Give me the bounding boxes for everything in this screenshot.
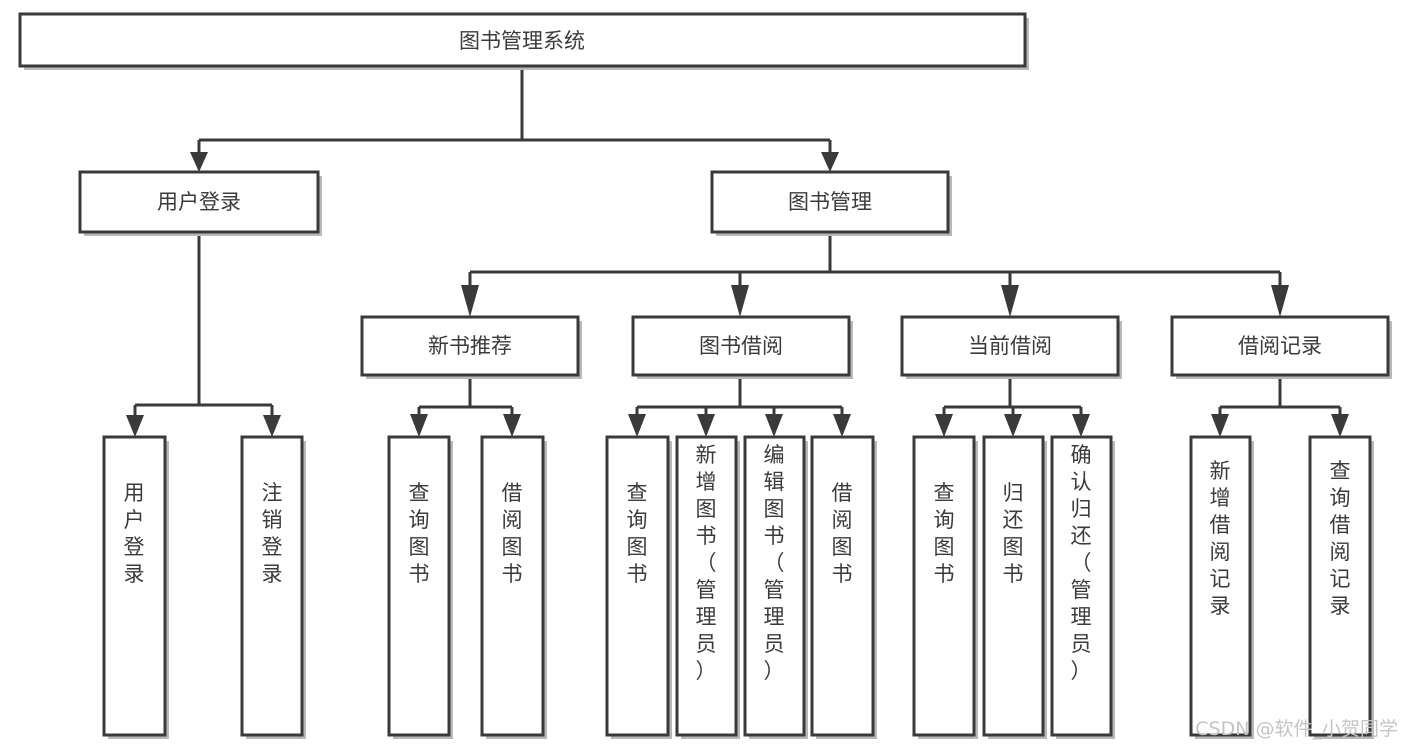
node-leaf-query-book-3-label: 查询图书 xyxy=(934,481,955,586)
node-new-book-recommend-box xyxy=(360,315,580,377)
node-root-box xyxy=(18,12,1027,68)
node-borrow-records[interactable]: 借阅记录 xyxy=(1170,315,1392,379)
node-leaf-edit-book[interactable]: 编辑图书（管理员） xyxy=(743,435,808,739)
node-leaf-add-book-box xyxy=(675,435,738,737)
node-leaf-query-book-1-box xyxy=(387,435,451,737)
connector-layer xyxy=(126,66,1349,437)
node-leaf-query-book-1[interactable]: 查询图书 xyxy=(387,435,453,739)
node-new-book-recommend[interactable]: 新书推荐 xyxy=(360,315,582,379)
node-leaf-query-record-box xyxy=(1308,435,1372,737)
node-leaf-query-book-3-box xyxy=(912,435,976,737)
node-book-management-label: 图书管理 xyxy=(788,190,872,214)
node-book-borrow-box xyxy=(631,315,851,377)
node-user-login-label: 用户登录 xyxy=(157,190,241,214)
node-leaf-return-book[interactable]: 归还图书 xyxy=(982,435,1047,739)
node-leaf-add-record-label: 新增借阅记录 xyxy=(1210,459,1231,618)
node-root-label: 图书管理系统 xyxy=(459,29,585,53)
arrow-head-new-book-recommend xyxy=(461,285,479,317)
arrow-head-leaf-query-record xyxy=(1331,414,1349,437)
node-leaf-user-logout[interactable]: 注销登录 xyxy=(240,435,306,739)
arrow-head-leaf-query-book-1 xyxy=(410,414,428,437)
arrow-head-current-borrow xyxy=(1001,285,1019,317)
arrow-head-leaf-edit-book xyxy=(765,414,783,437)
node-leaf-return-book-box xyxy=(982,435,1045,737)
node-leaf-query-book-2[interactable]: 查询图书 xyxy=(605,435,672,739)
connector-new-book-recommend-bus xyxy=(417,375,514,418)
node-leaf-confirm-return-box xyxy=(1050,435,1113,737)
connector-book-management-bus xyxy=(468,232,1282,288)
arrow-head-borrow-records xyxy=(1271,285,1289,317)
node-user-login-box xyxy=(78,170,320,234)
connector-root-bus xyxy=(197,66,832,155)
node-leaf-add-book[interactable]: 新增图书（管理员） xyxy=(675,435,740,739)
node-current-borrow[interactable]: 当前借阅 xyxy=(900,315,1122,379)
node-leaf-query-record[interactable]: 查询借阅记录 xyxy=(1308,435,1374,739)
node-borrow-records-box xyxy=(1170,315,1390,377)
node-leaf-confirm-return[interactable]: 确认归还（管理员） xyxy=(1050,435,1115,739)
arrow-head-book-management xyxy=(821,152,839,172)
node-leaf-add-record[interactable]: 新增借阅记录 xyxy=(1189,435,1254,739)
node-leaf-borrow-book-1-box xyxy=(480,435,545,737)
node-leaf-add-record-box xyxy=(1189,435,1252,737)
connector-book-borrow-bus xyxy=(635,375,844,418)
arrow-head-user-login xyxy=(190,152,208,172)
arrow-head-leaf-return-book xyxy=(1004,414,1022,437)
node-leaf-edit-book-label: 编辑图书（管理员） xyxy=(764,443,785,683)
node-leaf-query-record-label: 查询借阅记录 xyxy=(1330,459,1351,618)
node-book-management-box xyxy=(710,170,950,234)
node-leaf-edit-book-box xyxy=(743,435,806,737)
node-current-borrow-label: 当前借阅 xyxy=(968,334,1052,358)
node-leaf-query-book-2-label: 查询图书 xyxy=(627,481,648,586)
node-current-borrow-box xyxy=(900,315,1120,377)
csdn-watermark: CSDN @软件_小贺同学 xyxy=(1195,718,1398,740)
node-leaf-borrow-book-2[interactable]: 借阅图书 xyxy=(810,435,877,739)
node-leaf-query-book-1-label: 查询图书 xyxy=(409,481,430,586)
arrow-head-leaf-add-record xyxy=(1211,414,1229,437)
arrow-head-leaf-query-book-3 xyxy=(935,414,953,437)
arrow-head-book-borrow xyxy=(731,285,749,317)
node-leaf-query-book-2-box xyxy=(605,435,670,737)
node-leaf-return-book-label: 归还图书 xyxy=(1003,481,1024,586)
arrow-head-leaf-user-login xyxy=(126,415,144,437)
node-book-management[interactable]: 图书管理 xyxy=(710,170,952,236)
node-leaf-user-login-box xyxy=(102,435,167,737)
arrow-head-leaf-borrow-book-1 xyxy=(503,414,521,437)
arrow-head-leaf-add-book xyxy=(697,414,715,437)
node-borrow-records-label: 借阅记录 xyxy=(1238,334,1322,358)
arrow-head-leaf-borrow-book-2 xyxy=(833,414,851,437)
node-leaf-user-login-label: 用户登录 xyxy=(124,481,145,586)
node-leaf-borrow-book-2-label: 借阅图书 xyxy=(832,481,853,586)
node-user-login[interactable]: 用户登录 xyxy=(78,170,322,236)
connector-current-borrow-bus xyxy=(942,375,1083,418)
arrow-head-leaf-user-logout xyxy=(263,415,281,437)
node-leaf-borrow-book-2-box xyxy=(810,435,875,737)
node-leaf-borrow-book-1[interactable]: 借阅图书 xyxy=(480,435,547,739)
arrow-head-leaf-confirm-return xyxy=(1072,414,1090,437)
node-leaf-user-logout-box xyxy=(240,435,304,737)
node-leaf-add-book-label: 新增图书（管理员） xyxy=(696,443,717,683)
node-leaf-query-book-3[interactable]: 查询图书 xyxy=(912,435,978,739)
node-leaf-user-login[interactable]: 用户登录 xyxy=(102,435,169,739)
node-root[interactable]: 图书管理系统 xyxy=(18,12,1029,70)
arrow-head-leaf-query-book-2 xyxy=(628,414,646,437)
node-leaf-user-logout-label: 注销登录 xyxy=(262,481,283,586)
node-book-borrow[interactable]: 图书借阅 xyxy=(631,315,853,379)
node-leaf-borrow-book-1-label: 借阅图书 xyxy=(502,481,523,586)
node-new-book-recommend-label: 新书推荐 xyxy=(428,334,512,358)
node-book-borrow-label: 图书借阅 xyxy=(699,334,783,358)
connector-borrow-records-bus xyxy=(1218,375,1342,418)
connector-user-login-bus xyxy=(133,232,274,418)
node-leaf-confirm-return-label: 确认归还（管理员） xyxy=(1071,443,1092,683)
